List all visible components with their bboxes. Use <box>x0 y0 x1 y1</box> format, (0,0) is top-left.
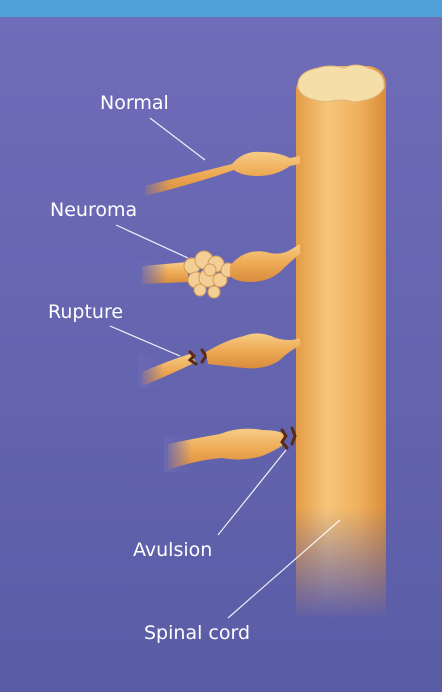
spinal-cord-top <box>298 65 384 102</box>
ruptured-nerve <box>138 333 300 388</box>
neuroma-nerve <box>138 244 300 298</box>
label-neuroma: Neuroma <box>50 201 137 220</box>
label-avulsion: Avulsion <box>133 541 212 560</box>
label-spinal-cord: Spinal cord <box>144 624 250 643</box>
label-normal: Normal <box>100 94 169 113</box>
label-rupture: Rupture <box>48 303 123 322</box>
normal-nerve <box>140 152 300 200</box>
avulsed-nerve <box>164 428 295 472</box>
spinal-cord <box>296 66 386 620</box>
neuroma-mass <box>184 251 235 298</box>
